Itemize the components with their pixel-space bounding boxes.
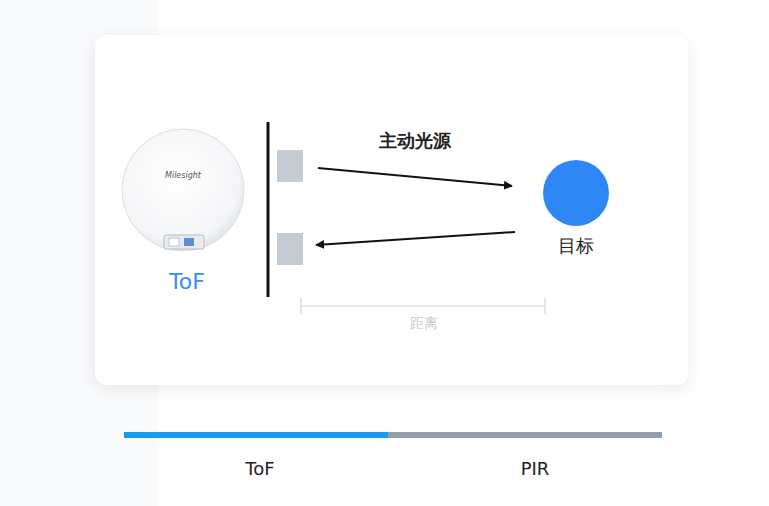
sensor-window — [164, 235, 204, 249]
target-circle — [543, 160, 609, 226]
light-ray — [318, 168, 512, 186]
target-label: 目标 — [558, 234, 594, 258]
tof-sensor: MilesightToF — [120, 125, 318, 300]
tab-label: ToF — [245, 458, 274, 479]
bar-active — [124, 432, 388, 438]
dimension-label: 距离 — [410, 315, 438, 333]
card — [95, 35, 688, 385]
sensor-lens — [169, 238, 179, 246]
brand-logo: Milesight — [165, 171, 201, 180]
distance-bracket — [301, 298, 545, 314]
device-label: ToF — [169, 269, 205, 294]
device-body — [122, 129, 244, 251]
target: 目标 — [512, 158, 640, 258]
sensor-lens — [184, 238, 194, 246]
node-shape — [120, 125, 318, 300]
receiver — [277, 233, 303, 265]
light-ray — [316, 232, 515, 245]
bar-track — [124, 432, 662, 438]
edge-label: 主动光源 — [379, 129, 451, 153]
tab-label: PIR — [521, 458, 550, 479]
emitter — [277, 150, 303, 182]
sensor-wall — [267, 122, 270, 297]
